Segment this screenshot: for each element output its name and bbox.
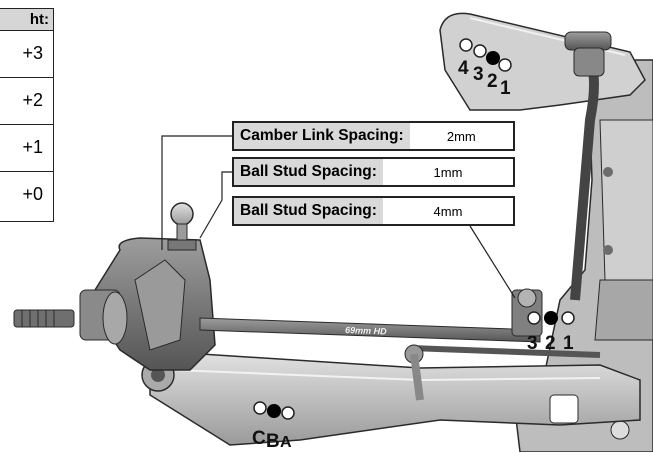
upright-ball-stud (167, 202, 197, 251)
upright (79, 237, 216, 371)
callout-value: 4mm (433, 203, 463, 219)
arm-label-b: B (266, 431, 280, 452)
callout-value: 1mm (433, 164, 463, 180)
arm-hole-markers (253, 401, 295, 420)
arm-label-a: A (280, 434, 292, 451)
height-table-header: ht: (0, 9, 53, 31)
bulkhead-hole-1 (561, 311, 575, 325)
bulkhead-hole-2 (544, 311, 558, 325)
ball-stud-spacing-callout-2: Ball Stud Spacing: 4mm (232, 196, 515, 226)
callout-label: Camber Link Spacing: (234, 123, 410, 149)
tower-hole-2 (486, 51, 500, 65)
height-row: +1 (0, 124, 53, 171)
camber-link-spacing-callout: Camber Link Spacing: 2mm (232, 121, 515, 151)
height-row: +3 (0, 30, 53, 77)
tower-hole-markers (459, 38, 512, 72)
camber-link (199, 317, 601, 401)
bulkhead-label-2: 2 (545, 333, 556, 354)
shock-tower (439, 12, 646, 301)
arm-hole-b (267, 404, 281, 418)
arm-hole-a (281, 406, 295, 420)
leader-lines (161, 135, 516, 299)
axle (13, 309, 75, 328)
link-marking: 69mm HD (345, 325, 387, 336)
tower-label-2: 2 (487, 71, 498, 92)
callout-label: Ball Stud Spacing: (234, 159, 383, 185)
callout-value: 2mm (446, 128, 476, 144)
height-row: +2 (0, 77, 53, 124)
bulkhead-hole-3 (527, 311, 541, 325)
bulkhead-hole-markers (527, 311, 575, 325)
tower-label-4: 4 (458, 58, 469, 79)
height-row: +0 (0, 171, 53, 218)
tower-label-1: 1 (500, 78, 511, 99)
bulkhead-label-3: 3 (527, 333, 538, 354)
arm-hole-c (253, 401, 267, 415)
height-table: ht: +3 +2 +1 +0 (0, 8, 54, 222)
arm-label-c: C (252, 428, 266, 449)
ball-stud-spacing-callout-1: Ball Stud Spacing: 1mm (232, 157, 515, 187)
tower-hole-4 (459, 38, 473, 52)
tower-label-3: 3 (473, 64, 484, 85)
callout-label: Ball Stud Spacing: (234, 198, 383, 224)
tower-hole-3 (473, 44, 487, 58)
tower-hole-1 (498, 58, 512, 72)
bulkhead-label-1: 1 (563, 333, 574, 354)
